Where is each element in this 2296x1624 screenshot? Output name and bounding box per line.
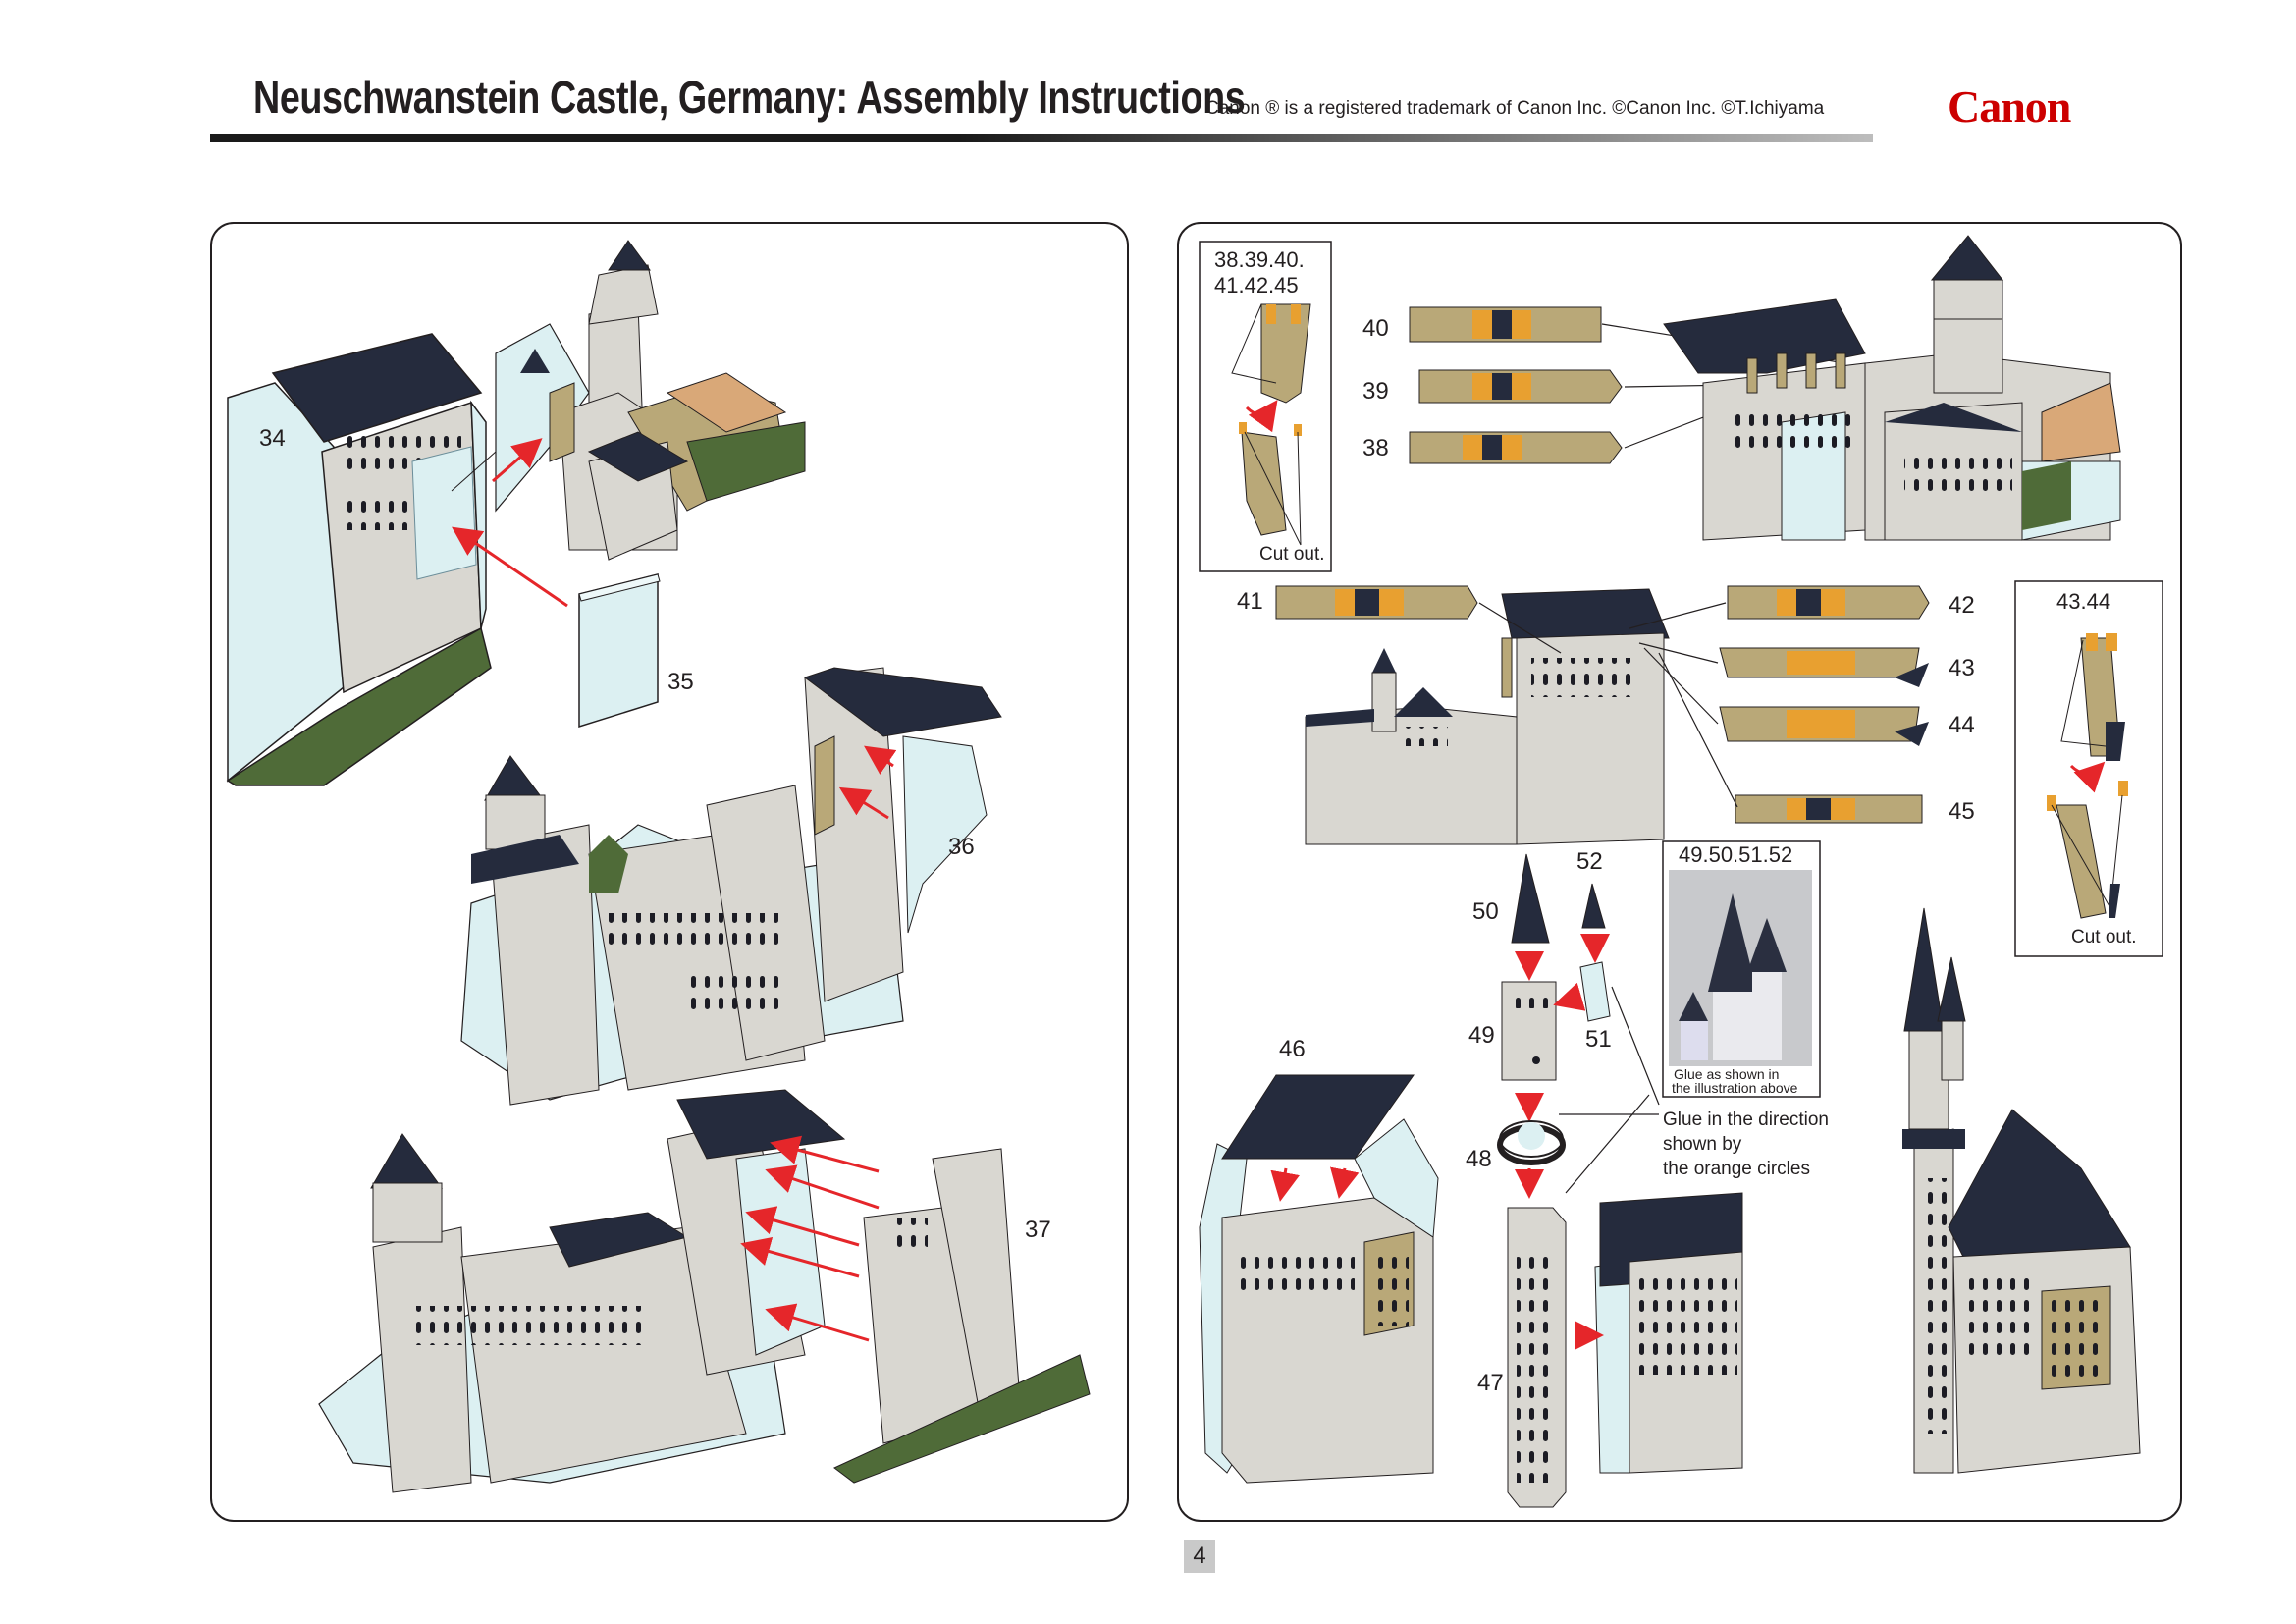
label-39: 39 [1362,378,1389,405]
inset-right-title: 43.44 [2056,589,2110,614]
inset-right-illustration [2047,633,2128,919]
photo-caption-1: Glue as shown in [1674,1066,1779,1082]
castle-view-middle [1305,588,1738,845]
photo-box-title: 49.50.51.52 [1679,842,1792,867]
label-44: 44 [1949,712,1975,738]
note-line3: the orange circles [1663,1159,1810,1179]
parts-49-52-illustration [1497,853,1660,1508]
inset-top-illustration [1231,303,1311,546]
strip-44 [1719,706,1929,746]
part-37-illustration [318,1089,1091,1493]
castle-view-top-right [1663,235,2121,541]
label-49: 49 [1468,1022,1495,1049]
part-34-illustration [226,333,497,786]
inset-right-cut: Cut out. [2071,927,2137,947]
note-line2: shown by [1663,1134,1742,1155]
page-number: 4 [1184,1540,1215,1573]
strip-41 [1275,585,1478,620]
label-42: 42 [1949,592,1975,619]
photo-box-image [1669,870,1812,1066]
inset-top-line2: 41.42.45 [1214,273,1299,298]
label-51: 51 [1585,1026,1612,1053]
label-47: 47 [1477,1370,1504,1396]
strip-42 [1727,585,1930,620]
finished-castle-illustration [1902,907,2141,1474]
part-36-illustration [460,667,1002,1106]
part-47-side-illustration [1575,1192,1743,1474]
canon-logo: Canon [1948,81,2071,132]
part-35-illustration [452,526,661,729]
label-36: 36 [948,834,975,860]
photo-caption-2: the illustration above [1672,1080,1798,1096]
label-34: 34 [259,425,286,452]
page-title: Neuschwanstein Castle, Germany: Assembly… [253,72,1246,123]
inset-top-cut: Cut out. [1259,544,1325,565]
trademark-note: Canon ® is a registered trademark of Can… [1205,98,1825,119]
label-52: 52 [1576,848,1603,875]
strip-39 [1418,369,1623,404]
inset-top-line1: 38.39.40. [1214,247,1305,272]
label-46: 46 [1279,1036,1306,1062]
label-41: 41 [1237,588,1263,615]
label-40: 40 [1362,315,1389,342]
label-37: 37 [1025,1217,1051,1243]
strip-43 [1719,647,1929,687]
part-46-illustration [1199,1074,1439,1484]
label-45: 45 [1949,798,1975,825]
strip-45 [1735,794,1923,824]
label-43: 43 [1949,655,1975,681]
label-48: 48 [1466,1146,1492,1172]
strip-40 [1409,306,1602,343]
header-rule [210,134,1873,142]
castle-assembly-top [492,240,806,561]
note-line1: Glue in the direction [1663,1110,1829,1130]
label-35: 35 [667,669,694,695]
label-50: 50 [1472,898,1499,925]
strip-38 [1409,431,1623,464]
label-38: 38 [1362,435,1389,461]
